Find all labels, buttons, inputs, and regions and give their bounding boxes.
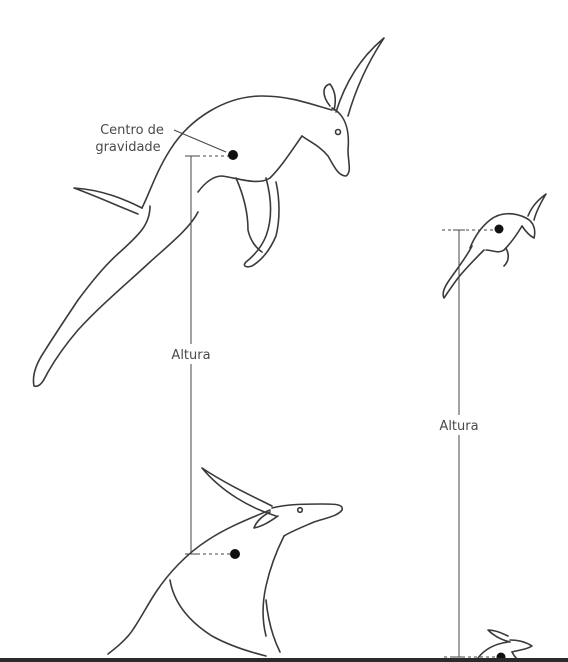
bottom-border [0, 658, 568, 662]
small-height-measure: Altura [432, 225, 506, 662]
crouched-antelope-head [272, 504, 342, 536]
large-antelope-eye [336, 130, 341, 135]
large-antelope-head [302, 108, 349, 176]
small-height-label: Altura [439, 419, 478, 434]
crouched-antelope-back [134, 510, 270, 628]
cog-label-line2: gravidade [95, 140, 160, 155]
small-antelope-horn [528, 194, 546, 220]
large-cog-dot-top [228, 150, 238, 160]
large-antelope-tail [74, 188, 142, 214]
large-antelope-front-leg-1 [244, 178, 279, 267]
crouched-antelope-chest [263, 536, 284, 636]
large-cog-dot-bottom [230, 549, 240, 559]
cog-label-line1: Centro de [100, 123, 164, 138]
crouched-antelope-hind-leg [170, 580, 266, 656]
large-antelope-front-leg-2 [236, 178, 262, 252]
large-antelope-horn [336, 38, 384, 116]
small-cog-dot-top [495, 225, 504, 234]
small-crouched-head [510, 640, 532, 652]
large-antelope-crouched [108, 468, 342, 656]
cog-label-pointer [174, 130, 226, 152]
large-antelope-ear [324, 84, 335, 110]
crouched-antelope-hind-foot [108, 628, 134, 654]
large-height-label: Altura [171, 348, 210, 363]
large-antelope-chest [198, 136, 302, 192]
crouched-antelope-front-leg [266, 600, 280, 652]
small-antelope-hind-leg [443, 246, 484, 298]
large-antelope-jumping [33, 38, 384, 386]
small-antelope-front-leg [504, 248, 508, 266]
crouched-antelope-horn [202, 468, 276, 516]
center-of-gravity-label: Centro de gravidade [95, 123, 164, 155]
small-crouched-horn [488, 630, 510, 642]
crouched-antelope-eye [298, 508, 303, 513]
small-antelope-head [522, 218, 535, 238]
large-height-measure: Altura [166, 130, 240, 559]
